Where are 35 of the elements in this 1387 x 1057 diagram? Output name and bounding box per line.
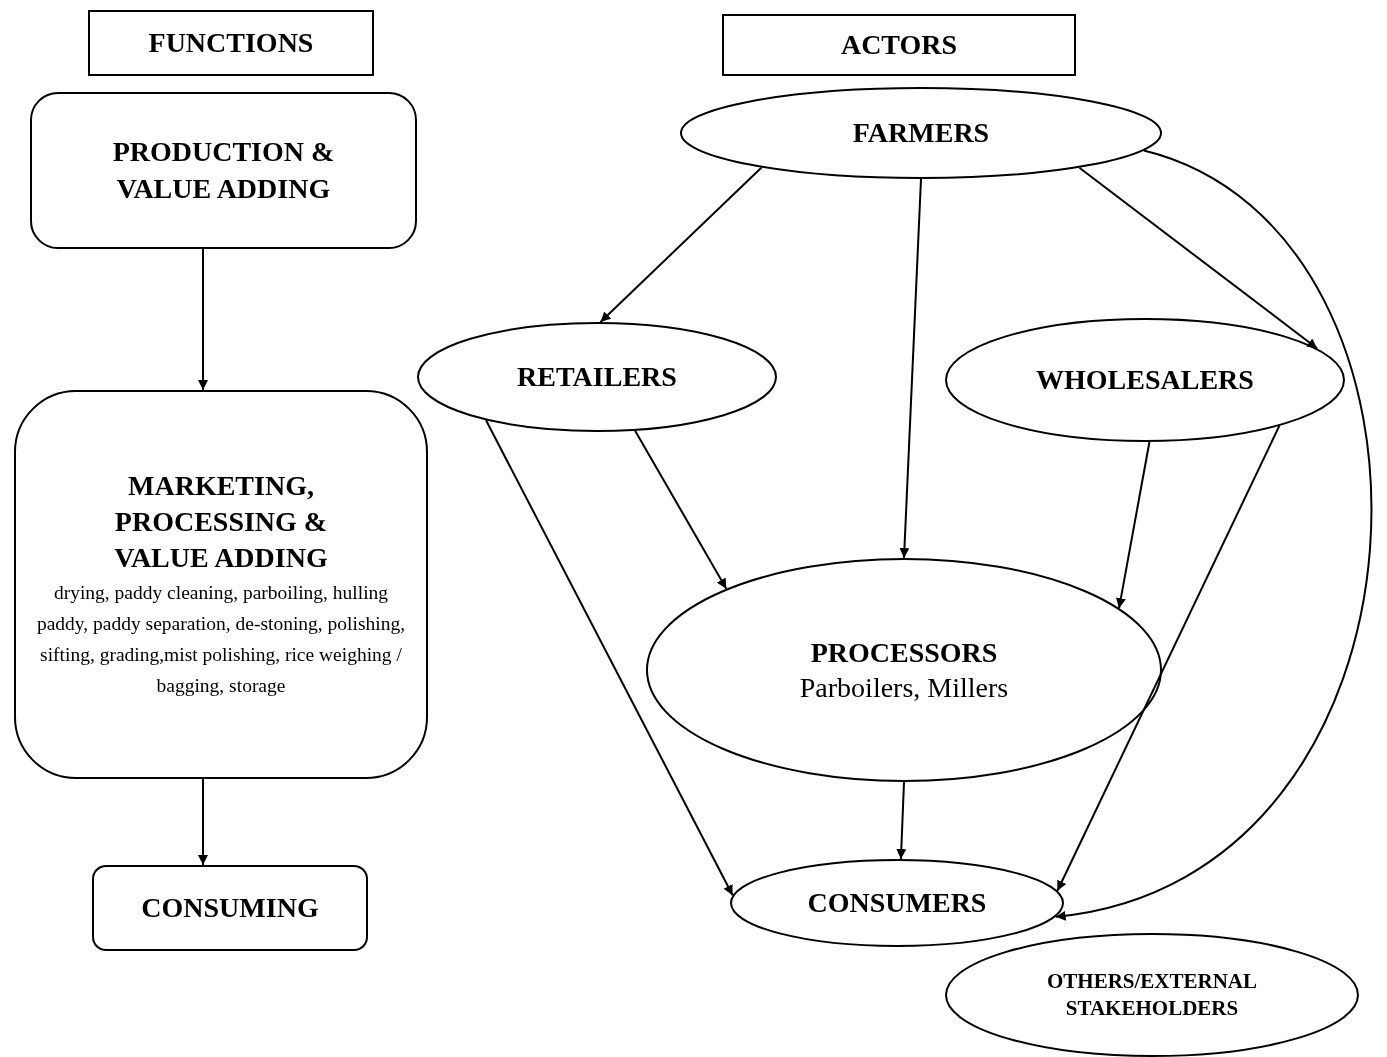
node-title: ACTORS xyxy=(840,27,958,62)
actor-ellipse xyxy=(945,318,1345,442)
node-title: OTHERS/EXTERNAL STAKEHOLDERS xyxy=(1045,967,1259,1022)
actor-ellipse xyxy=(945,933,1359,1057)
node-description: Parboilers, Millers xyxy=(799,671,1009,705)
arrow xyxy=(899,178,922,559)
arrow xyxy=(485,419,734,897)
arrow xyxy=(1078,166,1319,350)
actor-ellipse xyxy=(417,322,777,432)
actor-ellipse xyxy=(646,558,1162,782)
node-title: RETAILERS xyxy=(517,359,677,394)
node-title: FARMERS xyxy=(852,115,990,150)
node-title: CONSUMING xyxy=(141,890,319,925)
node-title: PROCESSORS xyxy=(810,636,998,670)
function-box xyxy=(30,92,417,249)
arrow xyxy=(634,429,728,590)
actor-ellipse xyxy=(680,87,1162,179)
arrow xyxy=(198,778,208,866)
header-box xyxy=(722,14,1076,76)
function-box xyxy=(92,865,368,951)
node-title: MARKETING, PROCESSING & VALUE ADDING xyxy=(113,468,329,576)
arrow xyxy=(896,781,907,860)
arrow xyxy=(1115,441,1151,610)
node-title: FUNCTIONS xyxy=(148,25,314,60)
node-title: PRODUCTION & VALUE ADDING xyxy=(111,135,336,206)
node-title: WHOLESALERS xyxy=(1036,362,1254,397)
header-box xyxy=(88,10,374,76)
arrow xyxy=(1056,424,1281,892)
arrow xyxy=(198,248,208,391)
node-description: drying, paddy cleaning, parboiling, hulling paddy, paddy separation, de-stoning, polishing, sifting, grading,mist polishing, rice weighing / bagging, storage xyxy=(35,580,407,699)
node-title: CONSUMERS xyxy=(807,885,987,920)
function-box xyxy=(14,390,428,779)
actor-ellipse xyxy=(730,859,1064,947)
arrow xyxy=(599,166,763,323)
arrow xyxy=(1054,149,1371,920)
